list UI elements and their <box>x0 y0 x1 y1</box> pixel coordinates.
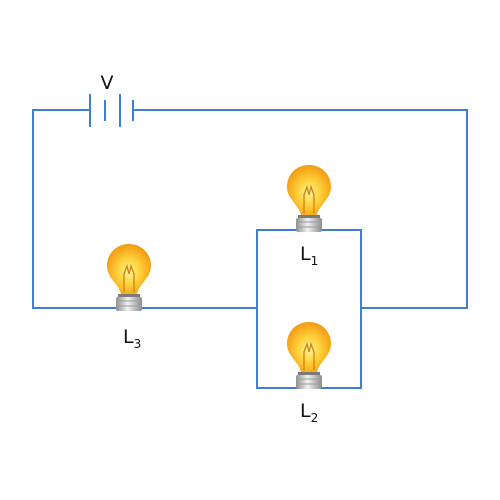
bulb-label-l2: L2 <box>300 400 318 425</box>
outer-loop-wire <box>32 109 257 309</box>
lightbulb-icon <box>286 321 332 390</box>
lightbulb-icon <box>286 164 332 233</box>
lightbulb-icon <box>106 243 152 312</box>
bulb-label-l3: L3 <box>123 326 141 351</box>
battery-label: V <box>101 72 114 94</box>
wires <box>32 109 468 389</box>
bulb-label-l1: L1 <box>300 243 318 268</box>
battery-symbol <box>89 94 134 127</box>
right-return-wire <box>133 109 468 309</box>
